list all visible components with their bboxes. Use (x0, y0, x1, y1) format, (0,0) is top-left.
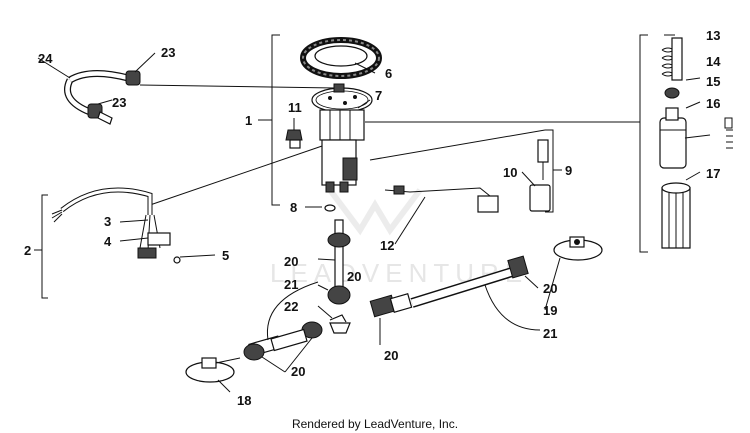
tee-fitting (329, 314, 351, 334)
lock-ring (300, 37, 382, 79)
callout-19: 19 (543, 303, 557, 318)
sender-unit (521, 139, 551, 212)
pump-harness (384, 185, 499, 245)
fuel-line-vertical (327, 219, 351, 305)
callout-7: 7 (375, 88, 382, 103)
render-credit: Rendered by LeadVenture, Inc. (292, 417, 458, 431)
bracket-group-13-17 (639, 34, 648, 253)
callout-17: 17 (706, 166, 720, 181)
callout-24: 24 (38, 51, 53, 66)
fitting-nut (289, 139, 301, 149)
callout-1: 1 (245, 113, 252, 128)
callout-15: 15 (706, 74, 720, 89)
callout-21-a: 21 (284, 277, 298, 292)
vent-hose-assembly (64, 70, 336, 125)
wiring-harness (51, 187, 171, 259)
callout-20-c: 20 (543, 281, 557, 296)
screw-5 (173, 254, 216, 264)
callout-9: 9 (565, 163, 572, 178)
pump-components (659, 37, 733, 249)
callout-5: 5 (222, 248, 229, 263)
callout-3: 3 (104, 214, 111, 229)
callout-10: 10 (503, 165, 517, 180)
callout-labels: 1 2 3 4 5 6 7 8 9 10 11 12 13 14 15 16 1… (24, 28, 721, 408)
callout-14: 14 (706, 54, 721, 69)
callout-20-a: 20 (284, 254, 298, 269)
callout-21-b: 21 (543, 326, 557, 341)
callout-18: 18 (237, 393, 251, 408)
callout-16: 16 (706, 96, 720, 111)
callout-8: 8 (290, 200, 297, 215)
callout-23-a: 23 (161, 45, 175, 60)
callout-20-d: 20 (384, 348, 398, 363)
callout-20-e: 20 (291, 364, 305, 379)
callout-20-b: 20 (347, 269, 361, 284)
o-ring-8 (324, 204, 336, 212)
callout-6: 6 (385, 66, 392, 81)
callout-23-b: 23 (112, 95, 126, 110)
callout-13: 13 (706, 28, 720, 43)
pickup-18 (185, 357, 241, 393)
fuel-line-short (243, 321, 323, 361)
filter-fitting (285, 118, 303, 141)
bracket-group-1 (258, 34, 640, 206)
pickup-19 (553, 236, 603, 261)
callout-4: 4 (104, 234, 112, 249)
callout-11: 11 (288, 100, 302, 115)
bracket-group-2 (34, 144, 326, 299)
fuel-pump-module (311, 83, 373, 193)
callout-22: 22 (284, 299, 298, 314)
bracket-group-9 (369, 129, 562, 213)
callout-12: 12 (380, 238, 394, 253)
callout-2: 2 (24, 243, 31, 258)
leader-lines (37, 34, 701, 373)
fuel-line-long (369, 255, 529, 318)
